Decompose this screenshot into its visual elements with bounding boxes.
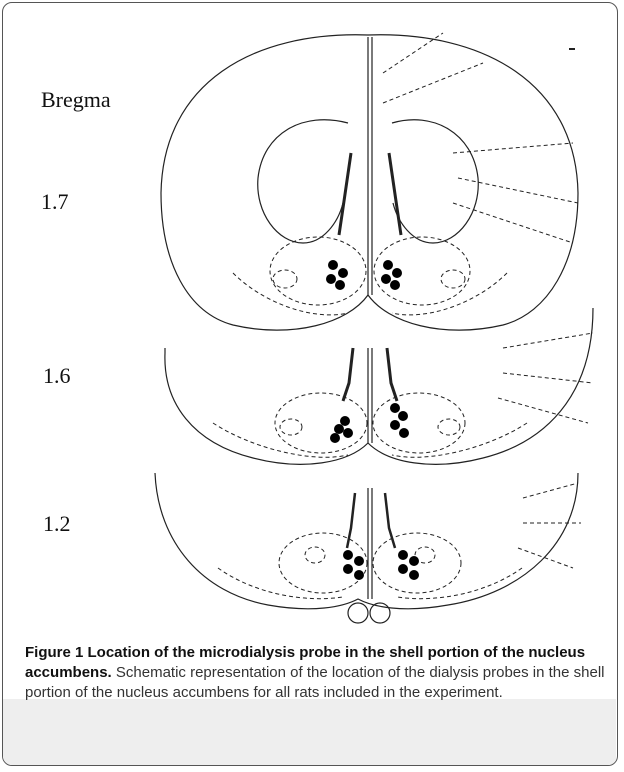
section-3-outline: [155, 473, 578, 609]
caption-text: Schematic representation of the location…: [25, 664, 605, 701]
section-bregma-1-2: [155, 473, 581, 623]
level-label-1: 1.7: [41, 189, 69, 215]
level-label-2: 1.6: [43, 363, 71, 389]
probe-dots-1-2: [343, 550, 419, 580]
caption-background: [3, 699, 616, 766]
section-1-ventricle-left: [258, 120, 348, 243]
figure-panel: Bregma 1.7 1.6 1.2 Figure 1 Location of …: [2, 2, 618, 766]
section-1-outline: [161, 35, 578, 330]
section-bregma-1-6: [165, 308, 593, 464]
bregma-label: Bregma: [41, 87, 111, 113]
section-bregma-1-7: [161, 33, 578, 330]
level-label-3: 1.2: [43, 511, 71, 537]
probe-dots-1-7: [326, 260, 402, 290]
figure-caption: Figure 1 Location of the microdialysis p…: [25, 643, 605, 703]
probe-dots-1-6: [330, 403, 409, 443]
section-1-ventricle-right: [392, 120, 478, 243]
section-2-outline: [165, 308, 593, 464]
